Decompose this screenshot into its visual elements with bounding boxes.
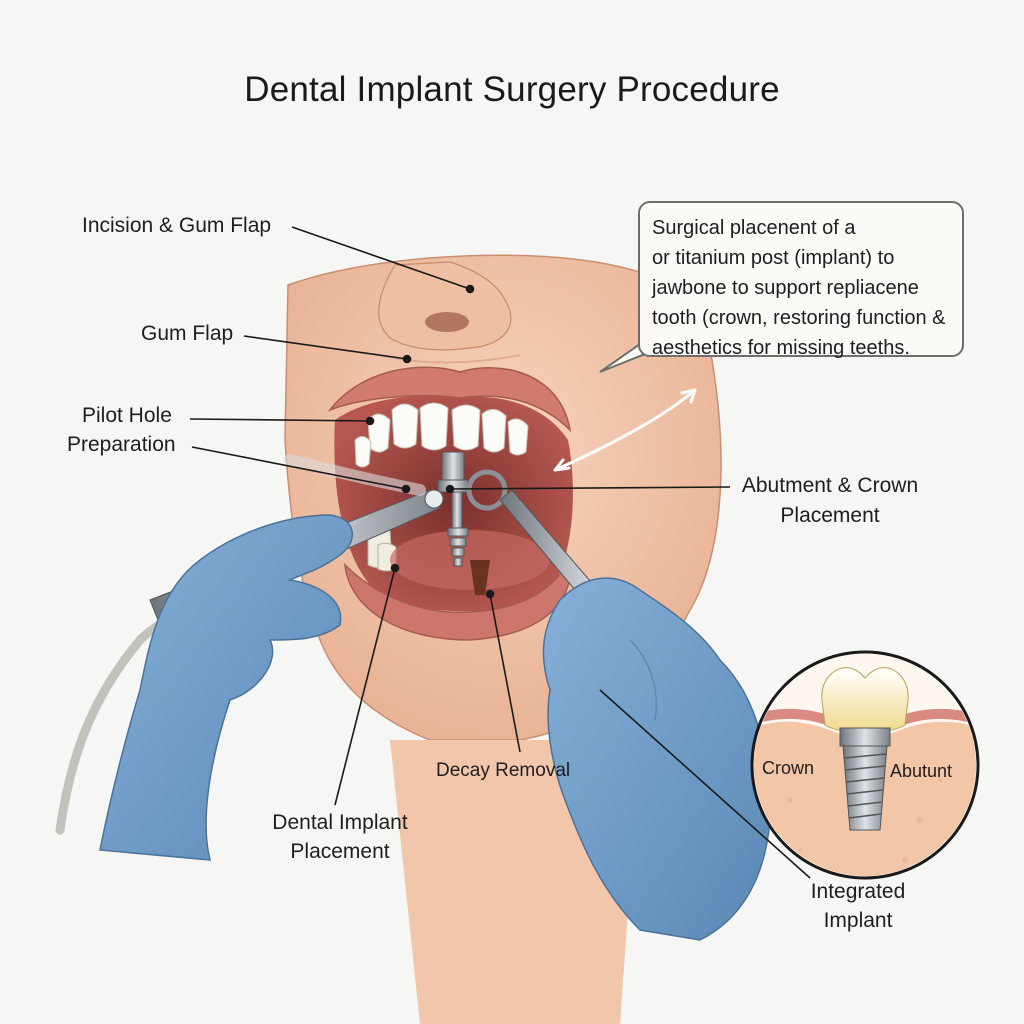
label-implant-placement-2: Placement xyxy=(290,840,390,863)
right-glove xyxy=(542,577,771,941)
label-integrated-implant-2: Implant xyxy=(823,909,893,932)
upper-lip xyxy=(327,366,572,433)
leader-lines xyxy=(189,226,811,879)
callout-line: tooth (crown, restoring function & xyxy=(652,307,946,329)
label-integrated-implant-1: Integrated xyxy=(810,880,906,903)
label-abutment-crown-1: Abutment & Crown xyxy=(741,474,919,497)
label-implant-placement-1: Dental Implant xyxy=(272,811,408,834)
double-arrow xyxy=(553,388,697,472)
decay-area xyxy=(470,560,490,595)
callout-line: or titanium post (implant) to xyxy=(652,247,895,269)
callout-line: aesthetics for missing teeths. xyxy=(652,337,910,359)
label-pilot-hole-2: Preparation xyxy=(67,433,176,456)
description-callout: Surgical placenent of a or titanium post… xyxy=(638,201,964,359)
callout-line: Surgical placenent of a xyxy=(652,217,856,239)
label-abutment-crown-2: Placement xyxy=(780,504,880,527)
label-decay-removal: Decay Removal xyxy=(436,760,571,781)
callout-line: jawbone to support repliacene xyxy=(652,277,919,299)
label-pilot-hole-1: Pilot Hole xyxy=(82,404,172,427)
inset-abutment-label: Abutunt xyxy=(890,761,953,781)
inset-crown xyxy=(821,667,909,733)
inset-crown-label: Crown xyxy=(762,758,815,778)
label-incision-gum-flap: Incision & Gum Flap xyxy=(82,214,272,237)
implant-inset xyxy=(750,650,980,880)
left-glove xyxy=(99,514,354,861)
nose xyxy=(378,261,512,351)
upper-teeth xyxy=(354,402,529,468)
label-gum-flap: Gum Flap xyxy=(141,322,234,345)
page-title: Dental Implant Surgery Procedure xyxy=(244,70,780,109)
